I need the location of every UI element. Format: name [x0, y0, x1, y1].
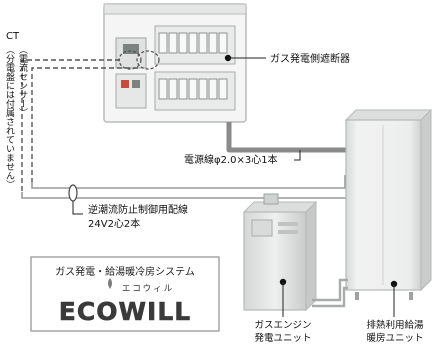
control-line-label-1: 逆潮流防止制御用配線: [88, 203, 188, 216]
ct-dashed-lines: [21, 59, 138, 192]
storage-unit-label-1: 排熱利用給湯: [366, 319, 424, 331]
distribution-panel: [103, 3, 247, 123]
engine-unit-label-1: ガスエンジン: [254, 320, 311, 331]
logo-brand-kana: エコウィル: [122, 284, 174, 294]
heat-storage-unit: [344, 108, 433, 300]
control-wire-bundle-marker: [68, 184, 78, 202]
control-wire-leader: [72, 201, 83, 215]
ct-sensor-right: [136, 50, 160, 70]
power-line-leader: [294, 150, 301, 161]
branch-breakers-top: [154, 25, 236, 65]
connecting-pipes: [312, 278, 348, 308]
ecowill-logo: ガス発電・給湯暖冷房システム エコウィル ECOWILL: [30, 256, 220, 332]
ct-annotation-line-1: （電流センサー）: [17, 45, 28, 117]
engine-unit-label-2: 発電ユニット: [254, 332, 311, 344]
logo-system-name: ガス発電・給湯暖冷房システム: [55, 265, 195, 278]
ct-annotation-line-2: （分電盤には付属されていません）: [4, 45, 15, 189]
ct-label: CT: [6, 31, 20, 42]
breaker-label: ガス発電側遮断器: [270, 52, 350, 65]
control-line-label-2: 24V2心2本: [88, 217, 140, 230]
ct-annotation: （電流センサー） （分電盤には付属されていません）: [4, 45, 28, 189]
gas-engine-unit: [242, 193, 318, 312]
logo-brand-roman: ECOWILL: [59, 297, 191, 326]
logo-flame-icon: [108, 278, 112, 289]
storage-unit-label-2: 暖房ユニット: [366, 332, 423, 344]
power-line-label: 電源線φ2.0×3心1本: [184, 153, 278, 166]
branch-breakers-bottom: [154, 71, 236, 111]
